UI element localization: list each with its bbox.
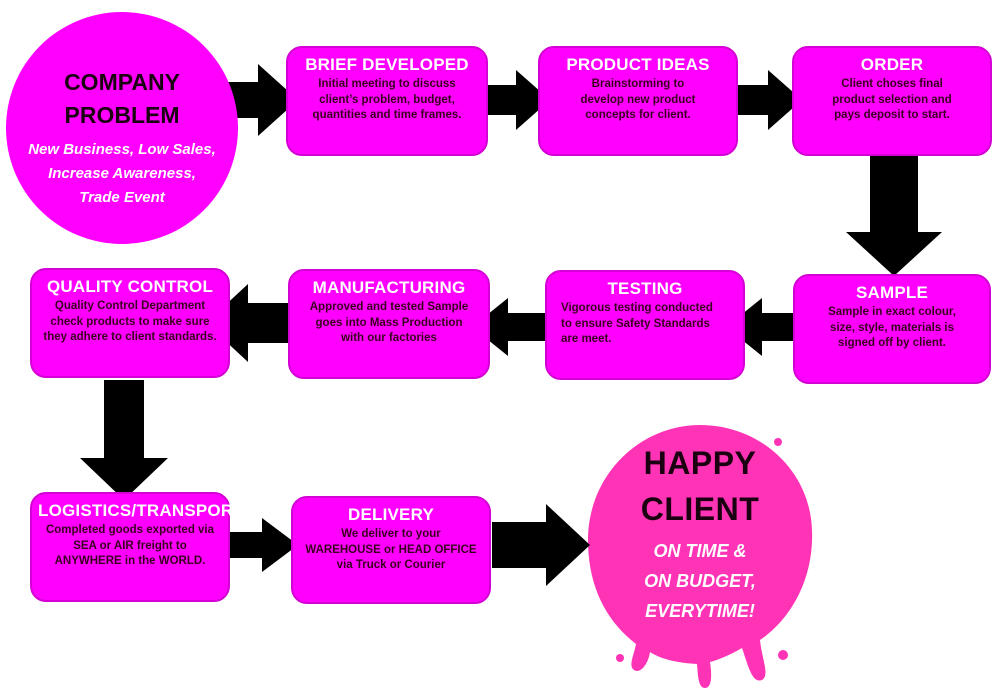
- step-order: ORDER Client choses final product select…: [792, 46, 992, 156]
- step-title: BRIEF DEVELOPED: [305, 55, 469, 74]
- step-title: PRODUCT IDEAS: [566, 55, 710, 74]
- happy-client-subtitle: ON TIME & ON BUDGET, EVERYTIME!: [644, 541, 756, 621]
- step-text: Client choses final product selection an…: [832, 78, 952, 121]
- step-text: Completed goods exported via SEA or AIR …: [45, 524, 215, 567]
- step-brief-developed: BRIEF DEVELOPED Initial meeting to discu…: [286, 46, 488, 156]
- arrow-ideas-to-order: [734, 70, 802, 130]
- step-sample: SAMPLE Sample in exact colour, size, sty…: [793, 274, 991, 384]
- step-manufacturing: MANUFACTURING Approved and tested Sample…: [288, 269, 490, 379]
- step-text: Brainstorming to develop new product con…: [580, 78, 696, 121]
- step-title: DELIVERY: [348, 505, 434, 524]
- step-logistics-transport: LOGISTICS/TRANSPORT Completed goods expo…: [30, 492, 244, 602]
- arrow-qc-to-logistics: [80, 380, 168, 500]
- step-text: Approved and tested Sample goes into Mas…: [309, 301, 469, 344]
- arrow-logistics-to-delivery: [230, 518, 298, 572]
- company-problem-circle: COMPANY PROBLEM New Business, Low Sales,…: [6, 12, 238, 244]
- step-title: MANUFACTURING: [312, 278, 466, 297]
- step-title: ORDER: [860, 55, 924, 74]
- step-delivery: DELIVERY We deliver to your WAREHOUSE or…: [291, 496, 491, 604]
- company-problem-title: COMPANY PROBLEM: [64, 69, 180, 128]
- step-text: Quality Control Department check product…: [43, 300, 217, 343]
- step-title: SAMPLE: [855, 283, 929, 302]
- arrow-order-to-sample: [846, 156, 942, 276]
- step-text: Vigorous testing conducted to ensure Saf…: [561, 302, 713, 345]
- step-title: QUALITY CONTROL: [46, 277, 214, 296]
- step-title: TESTING: [607, 279, 683, 298]
- arrow-testing-to-manufacturing: [472, 298, 545, 356]
- step-title: LOGISTICS/TRANSPORT: [38, 501, 244, 520]
- happy-client: HAPPY CLIENT ON TIME & ON BUDGET, EVERYT…: [595, 440, 805, 626]
- step-text: We deliver to your WAREHOUSE or HEAD OFF…: [305, 528, 477, 571]
- arrow-delivery-to-happy: [492, 504, 590, 586]
- happy-client-splat: [588, 425, 813, 688]
- step-text: Initial meeting to discuss client’s prob…: [312, 78, 462, 121]
- step-testing: TESTING Vigorous testing conducted to en…: [545, 270, 745, 380]
- happy-client-title: HAPPY CLIENT: [640, 445, 760, 527]
- step-quality-control: QUALITY CONTROL Quality Control Departme…: [30, 268, 230, 378]
- arrow-brief-to-ideas: [480, 70, 550, 130]
- step-text: Sample in exact colour, size, style, mat…: [828, 306, 956, 349]
- company-problem-subtitle: New Business, Low Sales, Increase Awaren…: [28, 141, 216, 206]
- step-product-ideas: PRODUCT IDEAS Brainstorming to develop n…: [538, 46, 738, 156]
